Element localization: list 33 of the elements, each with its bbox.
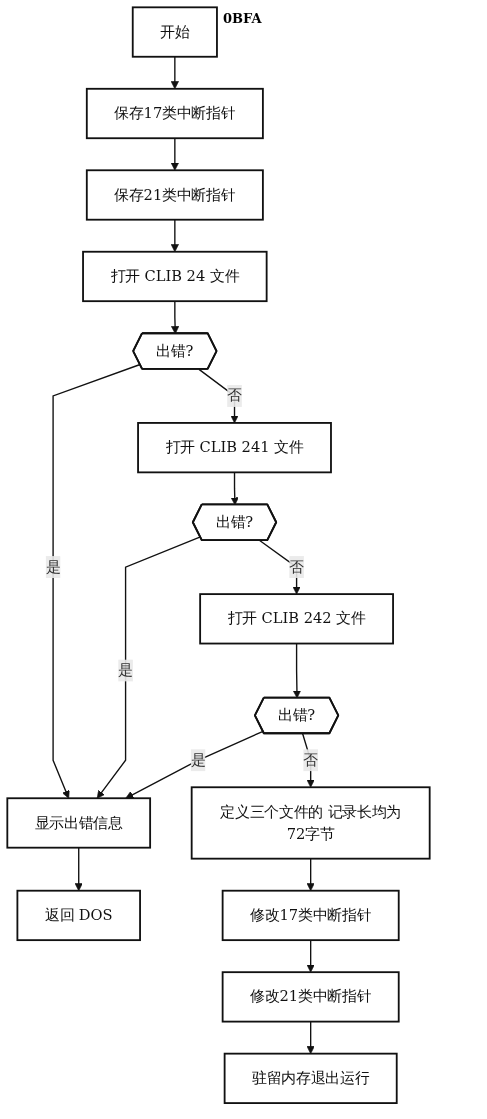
arrow bbox=[306, 858, 315, 892]
arrow bbox=[198, 368, 239, 424]
node-box: 返回 DOS bbox=[16, 889, 141, 942]
arrow bbox=[170, 56, 179, 90]
node-box: 打开 CLIB 24 文件 bbox=[82, 250, 268, 303]
edge-label: 是 bbox=[118, 661, 133, 679]
edge-label: 否 bbox=[227, 386, 242, 405]
node-box: 打开 CLIB 241 文件 bbox=[137, 422, 332, 474]
edge-label: 否 bbox=[303, 751, 318, 769]
address-label: 0BFA bbox=[222, 11, 262, 27]
arrow bbox=[74, 847, 83, 892]
node-box: 显示出错信息 bbox=[6, 797, 152, 849]
node-box: 驻留内存退出运行 bbox=[223, 1052, 398, 1104]
arrow bbox=[306, 939, 315, 973]
node-box: 保存17类中断指针 bbox=[85, 87, 264, 140]
arrow bbox=[52, 363, 141, 799]
arrow bbox=[292, 642, 301, 699]
edge-label: 否 bbox=[289, 557, 304, 576]
node-box: 开始 bbox=[131, 6, 218, 58]
arrow bbox=[306, 1020, 315, 1054]
node-box: 修改21类中断指针 bbox=[221, 971, 400, 1023]
edge-label: 是 bbox=[190, 751, 206, 769]
arrow bbox=[125, 730, 264, 799]
arrow bbox=[170, 137, 179, 171]
node-box: 保存21类中断指针 bbox=[85, 169, 264, 221]
arrow bbox=[170, 219, 179, 253]
arrow bbox=[230, 471, 239, 506]
node-box: 修改17类中断指针 bbox=[221, 889, 400, 942]
node-box: 打开 CLIB 242 文件 bbox=[199, 593, 394, 645]
arrow bbox=[171, 300, 180, 335]
edge-label: 是 bbox=[45, 557, 61, 576]
node-box: 定义三个文件的 记录长均为72字节 bbox=[190, 786, 431, 860]
arrow bbox=[96, 536, 202, 799]
